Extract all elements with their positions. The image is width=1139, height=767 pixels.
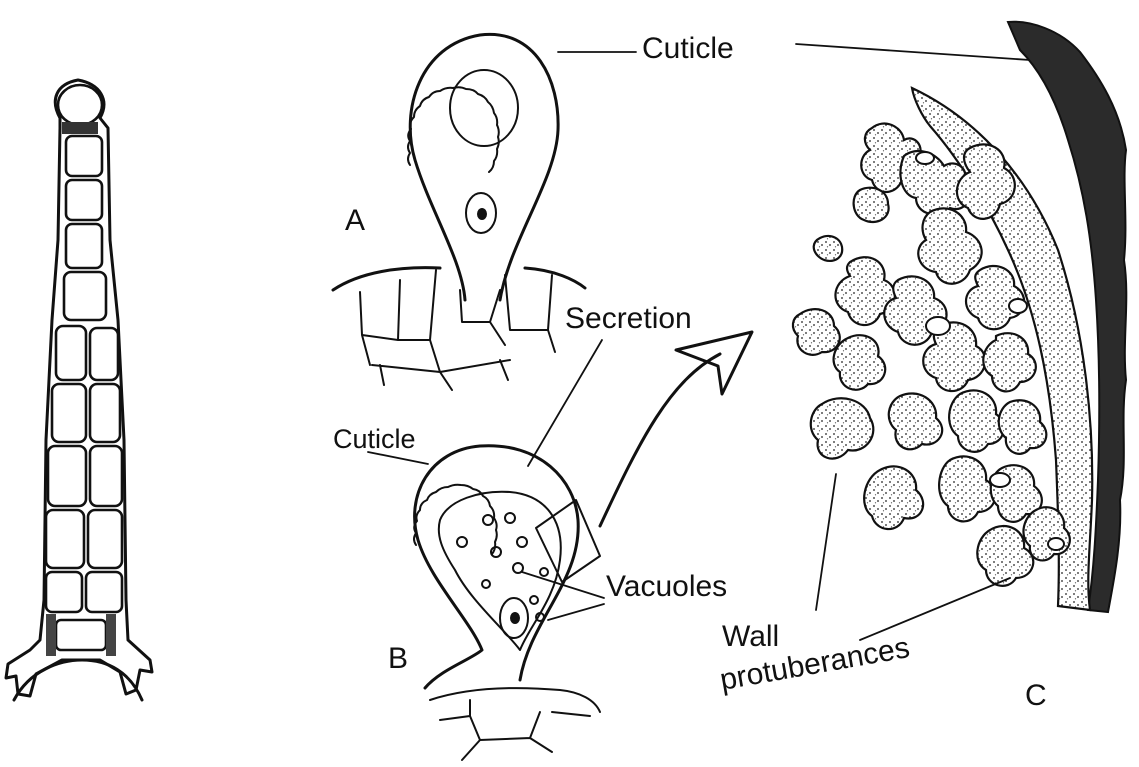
- trichome-cells-double: [46, 326, 122, 612]
- panel-a-label: A: [345, 204, 365, 237]
- gland-b-nucleolus: [510, 612, 520, 624]
- trichome-drawing: [6, 80, 152, 700]
- enlargement-arrow-head: [676, 332, 752, 394]
- cuticle-top-label: Cuticle: [642, 32, 734, 65]
- gland-b-cells: [430, 688, 600, 760]
- gland-a-cuticle: [408, 87, 499, 172]
- cuticle-b-label: Cuticle: [333, 424, 416, 454]
- trichome-neck-dark: [62, 122, 98, 134]
- trichome-basal-cell: [56, 620, 106, 650]
- trichome-cells-single: [64, 136, 106, 320]
- vacuoles-label: Vacuoles: [606, 570, 727, 603]
- wall-protuberances-leader-1: [816, 474, 836, 610]
- trichome-head-cell: [58, 85, 102, 125]
- panel-b-label: B: [388, 642, 408, 675]
- gland-a-cells: [360, 270, 555, 390]
- gland-a-drawing: [333, 34, 585, 390]
- gland-a-outline: [410, 34, 558, 300]
- vacuoles-leader-1: [522, 572, 604, 598]
- panel-c-label: C: [1025, 679, 1047, 712]
- wall-protuberances-drawing: [793, 22, 1126, 612]
- gland-b-drawing: [414, 332, 752, 760]
- gland-a-nucleolus: [477, 208, 487, 220]
- trichome-base-dark-right: [106, 614, 116, 656]
- trichome-base-dark-left: [46, 614, 56, 656]
- enlargement-arrow: [600, 354, 720, 526]
- secretion-label: Secretion: [565, 302, 692, 335]
- wall-protuberances-leader-2: [860, 578, 1010, 640]
- secretion-leader: [528, 340, 602, 466]
- wall-label: Wall: [722, 620, 779, 653]
- cuticle-top-leader-right: [796, 44, 1030, 60]
- gland-b-cuticle: [414, 485, 497, 554]
- gland-b-secretion-region: [439, 492, 561, 650]
- gland-a-vacuole: [450, 70, 518, 146]
- vacuoles-leader-2: [548, 604, 604, 620]
